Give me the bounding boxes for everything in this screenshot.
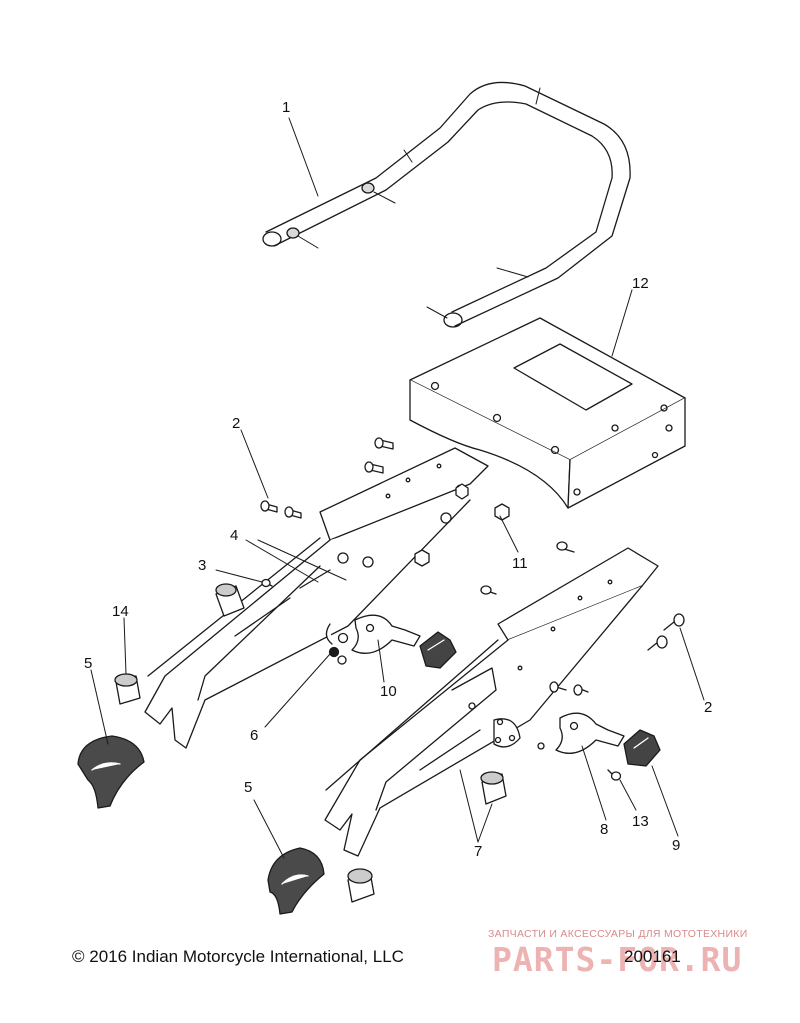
callout-14: 14 — [112, 603, 129, 620]
callout-labels: 1 12 2 4 3 11 14 5 6 10 2 5 7 8 13 9 — [84, 99, 712, 860]
callout-8: 8 — [600, 821, 608, 838]
diagram-number: 200161 — [624, 947, 681, 966]
callout-2-right: 2 — [704, 699, 712, 716]
bushings — [114, 583, 507, 903]
right-support-rail — [324, 547, 659, 857]
callout-2: 2 — [232, 415, 240, 432]
callout-12: 12 — [632, 275, 649, 292]
rail-guides — [77, 735, 325, 915]
callout-5: 5 — [84, 655, 92, 672]
callout-6: 6 — [250, 727, 258, 744]
callout-4: 4 — [230, 527, 238, 544]
callout-9: 9 — [672, 837, 680, 854]
watermark-tagline: ЗАПЧАСТИ И АКСЕССУАРЫ ДЛЯ МОТОТЕХНИКИ — [488, 928, 748, 940]
callout-3: 3 — [198, 557, 206, 574]
luggage-rack-box — [409, 317, 686, 509]
copyright-notice: © 2016 Indian Motorcycle International, … — [72, 947, 404, 966]
callout-5-lower: 5 — [244, 779, 252, 796]
backrest-tube — [262, 81, 631, 328]
right-latch-assembly — [493, 712, 661, 781]
watermark-brand: PARTS-FOR.RU — [492, 940, 743, 979]
callout-1: 1 — [282, 99, 290, 116]
callout-13: 13 — [632, 813, 649, 830]
fasteners — [260, 437, 685, 696]
leader-lines — [90, 117, 705, 859]
callout-11: 11 — [512, 555, 528, 572]
left-latch-assembly — [325, 614, 457, 669]
callout-7: 7 — [474, 843, 482, 860]
callout-10: 10 — [380, 683, 397, 700]
